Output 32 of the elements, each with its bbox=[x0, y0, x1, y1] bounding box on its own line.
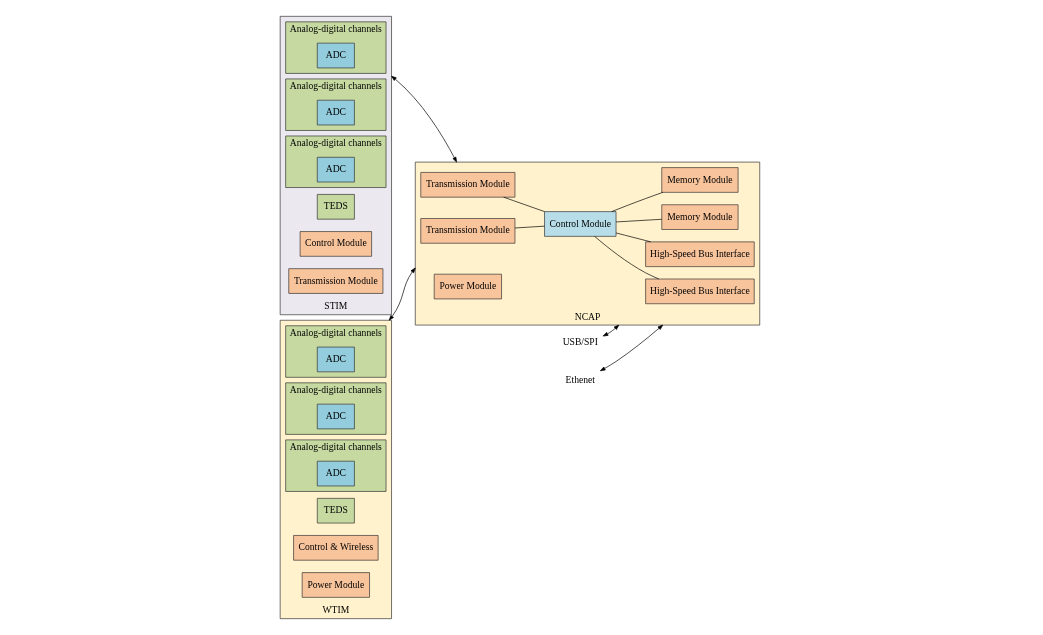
node-text: USB/SPI bbox=[562, 336, 598, 348]
arrow bbox=[600, 324, 664, 372]
node-box: ADC bbox=[316, 156, 355, 183]
node-box: High-Speed Bus Interface bbox=[645, 278, 755, 305]
node-box: Control & Wireless bbox=[293, 535, 379, 561]
node-box: ADC bbox=[316, 403, 355, 430]
node-box: Power Module bbox=[433, 273, 502, 300]
node-box: Control Module bbox=[544, 211, 617, 237]
arrow bbox=[391, 75, 457, 163]
arrow bbox=[388, 267, 416, 321]
node-box: Transmission Module bbox=[288, 268, 384, 294]
connector bbox=[594, 236, 660, 280]
node-text: Ethenet bbox=[565, 373, 595, 385]
node-box: Transmission Module bbox=[420, 172, 516, 198]
node-box: TEDS bbox=[316, 498, 355, 524]
node-box: ADC bbox=[316, 460, 355, 487]
node-box: Control Module bbox=[299, 231, 372, 257]
node-box: High-Speed Bus Interface bbox=[645, 241, 755, 267]
connector bbox=[615, 218, 663, 223]
node-box: Power Module bbox=[301, 572, 370, 598]
arrow bbox=[602, 324, 620, 337]
connector bbox=[503, 196, 545, 212]
node-box: Transmission Module bbox=[420, 218, 516, 244]
node-box: Memory Module bbox=[661, 167, 739, 193]
node-box: TEDS bbox=[316, 194, 355, 220]
connector bbox=[611, 192, 664, 212]
node-box: ADC bbox=[316, 346, 355, 373]
node-box: Memory Module bbox=[661, 204, 739, 230]
node-box: ADC bbox=[316, 42, 355, 69]
connector bbox=[615, 232, 651, 243]
connector bbox=[514, 225, 545, 229]
node-box: ADC bbox=[316, 99, 355, 126]
